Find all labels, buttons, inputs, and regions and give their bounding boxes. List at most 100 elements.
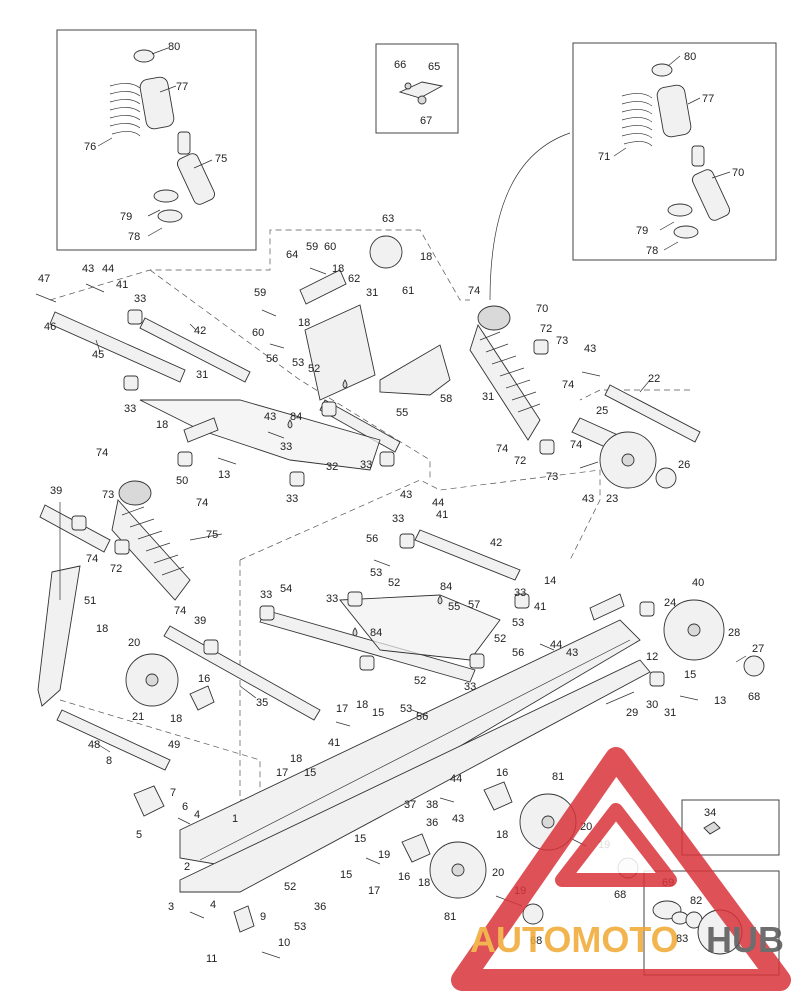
inset-rear-shock-breakdown: [572, 42, 777, 261]
bolts: [35, 267, 747, 959]
callout-79b: 79: [636, 225, 648, 237]
callout-74f: 74: [196, 497, 208, 509]
callout-3: 3: [168, 901, 174, 913]
callout-68b: 68: [614, 889, 626, 901]
callout-43d: 43: [582, 493, 594, 505]
callout-26: 26: [678, 459, 690, 471]
callout-44a: 44: [102, 263, 114, 275]
callout-23: 23: [606, 493, 618, 505]
callout-4b: 4: [210, 899, 216, 911]
callout-63: 63: [382, 213, 394, 225]
callout-78: 78: [128, 231, 140, 243]
callout-33j: 33: [464, 681, 476, 693]
callout-84b: 84: [440, 581, 452, 593]
grease-drops: [287, 379, 443, 637]
callout-34: 34: [704, 807, 716, 819]
callout-52a: 52: [308, 363, 320, 375]
callout-52b: 52: [388, 577, 400, 589]
callout-74c: 74: [496, 443, 508, 455]
callout-29: 29: [626, 707, 638, 719]
callout-15d: 15: [354, 833, 366, 845]
callout-68c: 68: [530, 935, 542, 947]
callout-73a: 73: [556, 335, 568, 347]
callout-66: 66: [394, 59, 406, 71]
callout-18c: 18: [298, 317, 310, 329]
callout-33h: 33: [260, 589, 272, 601]
callout-41c: 41: [534, 601, 546, 613]
callout-82: 82: [690, 895, 702, 907]
callout-18j: 18: [418, 877, 430, 889]
callout-75b: 75: [206, 529, 218, 541]
callout-16c: 16: [398, 871, 410, 883]
bushings: [71, 269, 665, 933]
callout-17a: 17: [336, 703, 348, 715]
callout-16b: 16: [496, 767, 508, 779]
callout-43a: 43: [82, 263, 94, 275]
callout-42a: 42: [194, 325, 206, 337]
callout-33g: 33: [514, 587, 526, 599]
callout-33b: 33: [124, 403, 136, 415]
callout-56c: 56: [512, 647, 524, 659]
callout-44b: 44: [432, 497, 444, 509]
callout-24: 24: [664, 597, 676, 609]
callout-32: 32: [326, 461, 338, 473]
spring-76: [109, 83, 141, 137]
callout-7: 7: [170, 787, 176, 799]
callout-18d: 18: [156, 419, 168, 431]
callout-56d: 56: [416, 711, 428, 723]
callout-15e: 15: [340, 869, 352, 881]
callout-81b: 81: [444, 911, 456, 923]
callout-37: 37: [404, 799, 416, 811]
callout-17b: 17: [276, 767, 288, 779]
callout-10: 10: [278, 937, 290, 949]
callout-84c: 84: [370, 627, 382, 639]
callout-60b: 60: [252, 327, 264, 339]
callout-28: 28: [728, 627, 740, 639]
leader-curve: [489, 132, 571, 301]
callout-73c: 73: [102, 489, 114, 501]
callout-27: 27: [752, 643, 764, 655]
callout-73b: 73: [546, 471, 558, 483]
callout-48: 48: [88, 739, 100, 751]
callout-36a: 36: [426, 817, 438, 829]
callout-6: 6: [182, 801, 188, 813]
callout-35: 35: [256, 697, 268, 709]
callout-44c: 44: [550, 639, 562, 651]
callout-77b: 77: [702, 93, 714, 105]
callout-43g: 43: [452, 813, 464, 825]
callout-51: 51: [84, 595, 96, 607]
callout-18g: 18: [356, 699, 368, 711]
automotohub-watermark: AUTOMOTO HUB: [451, 747, 791, 991]
callout-53d: 53: [400, 703, 412, 715]
front-shock-75: [111, 480, 191, 601]
callout-74h: 74: [174, 605, 186, 617]
callout-21: 21: [132, 711, 144, 723]
callout-60: 60: [324, 241, 336, 253]
callout-33d: 33: [360, 459, 372, 471]
callout-56a: 56: [266, 353, 278, 365]
callout-36b: 36: [314, 901, 326, 913]
callout-18h: 18: [290, 753, 302, 765]
callout-55b: 55: [448, 601, 460, 613]
watermark-triangle-inner: [555, 803, 677, 887]
callout-13b: 13: [714, 695, 726, 707]
callout-15b: 15: [372, 707, 384, 719]
callout-45: 45: [92, 349, 104, 361]
callout-53c: 53: [512, 617, 524, 629]
callout-9: 9: [260, 911, 266, 923]
watermark-text-hub: HUB: [706, 919, 784, 960]
callout-31d: 31: [664, 707, 676, 719]
callout-40: 40: [692, 577, 704, 589]
callout-33a: 33: [134, 293, 146, 305]
callout-79: 79: [120, 211, 132, 223]
callout-61: 61: [402, 285, 414, 297]
callout-8: 8: [106, 755, 112, 767]
callout-15c: 15: [304, 767, 316, 779]
callout-67: 67: [420, 115, 432, 127]
watermark-triangle: [451, 747, 791, 991]
callout-52d: 52: [414, 675, 426, 687]
callout-76: 76: [84, 141, 96, 153]
callout-70b: 70: [536, 303, 548, 315]
callout-31b: 31: [196, 369, 208, 381]
